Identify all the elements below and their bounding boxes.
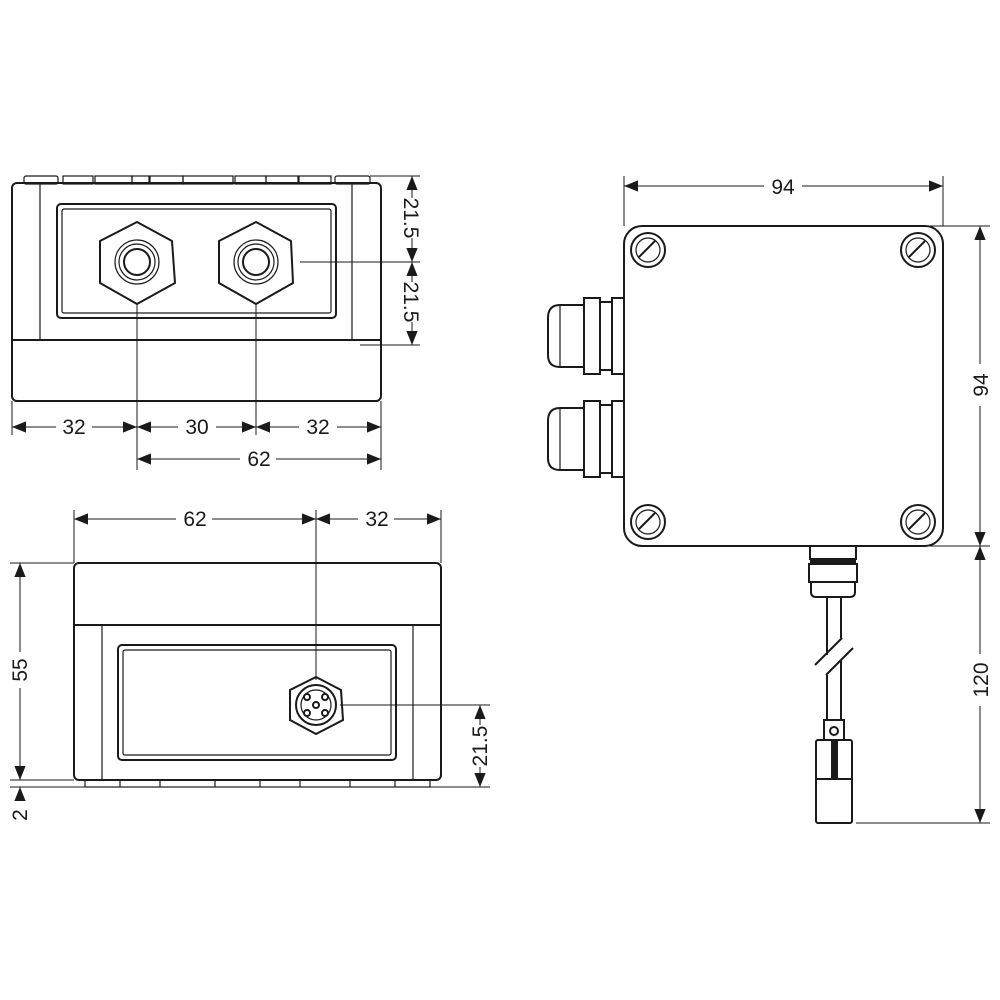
cable-gland-bottom — [808, 545, 858, 598]
dim-connector-height: 21.5 — [469, 726, 492, 767]
dim-right: 32 — [306, 416, 329, 439]
dim-foot: 2 — [9, 809, 32, 821]
front-view: 21.5 21.5 32 30 32 62 — [11, 175, 422, 472]
lid — [623, 225, 944, 547]
dim-left: 32 — [62, 416, 85, 439]
dim-height-upper: 21.5 — [399, 198, 422, 239]
dim-width: 94 — [771, 176, 795, 199]
dim-span: 62 — [183, 508, 206, 531]
feet-ribs — [84, 779, 431, 788]
cable — [814, 597, 854, 720]
dim-depth: 94 — [970, 373, 993, 397]
side-gland-upper — [547, 297, 625, 375]
dim-middle: 30 — [185, 416, 208, 439]
dim-height-lower: 21.5 — [399, 282, 422, 323]
side-gland-lower — [547, 400, 625, 478]
window-frame — [56, 203, 337, 319]
cable-gland-right — [218, 221, 294, 305]
cable-connector — [815, 719, 853, 824]
bottom-view: 62 32 55 2 21.5 — [8, 506, 492, 821]
housing — [73, 562, 442, 781]
dim-height: 55 — [9, 658, 32, 681]
dim-right: 32 — [365, 508, 388, 531]
dim-span: 62 — [247, 448, 270, 471]
top-view: 94 94 120 — [547, 172, 994, 824]
dim-cable-length: 120 — [970, 662, 993, 697]
lid-screws — [630, 232, 936, 540]
housing — [11, 182, 382, 402]
cable-gland-left — [99, 221, 176, 305]
m12-connector — [289, 675, 345, 736]
